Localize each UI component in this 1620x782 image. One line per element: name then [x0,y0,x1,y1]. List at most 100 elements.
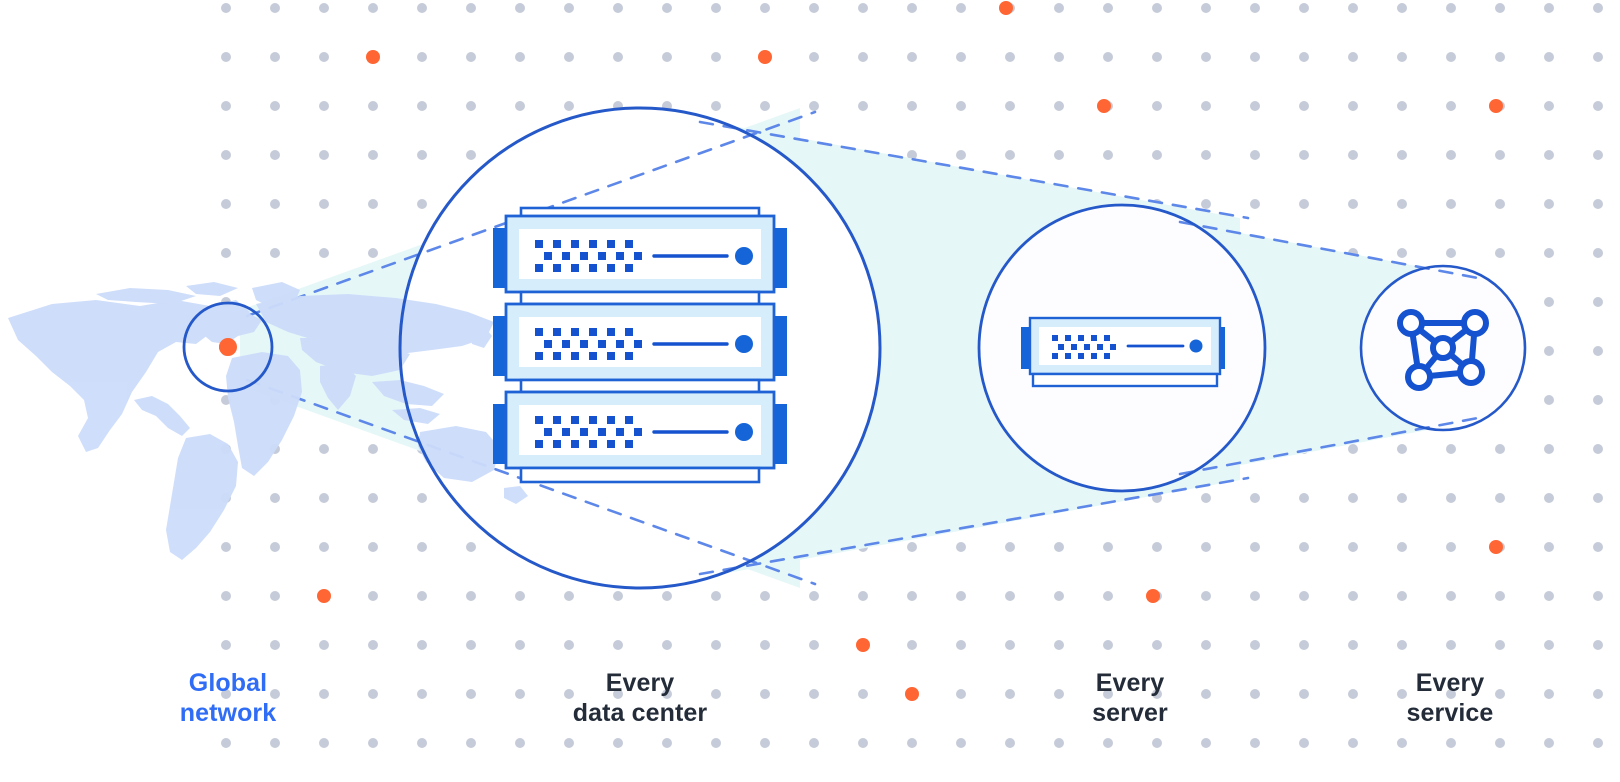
grid-dot [760,689,770,699]
grid-dot [221,3,231,13]
grid-dot [1544,3,1554,13]
grid-dot [417,689,427,699]
grid-dot [1152,689,1162,699]
grid-dot [613,3,623,13]
grid-dot [1054,3,1064,13]
grid-dot [1299,150,1309,160]
grid-dot [1593,297,1603,307]
grid-dot [1544,150,1554,160]
grid-dot [270,542,280,552]
data-center-circle[interactable] [398,106,882,590]
grid-dot [1250,199,1260,209]
grid-dot [809,738,819,748]
grid-dot [1397,3,1407,13]
grid-dot [270,3,280,13]
grid-dot [662,3,672,13]
service-circle[interactable] [1359,264,1527,432]
grid-dot [907,591,917,601]
port-dot-grid-3 [535,416,642,448]
grid-dot [1054,150,1064,160]
grid-dot [1201,542,1211,552]
server-circle[interactable] [977,203,1267,493]
grid-dot [466,101,476,111]
grid-dot [1446,542,1456,552]
grid-dot [368,199,378,209]
grid-dot [1495,640,1505,650]
grid-dot [1544,101,1554,111]
grid-dot [858,689,868,699]
grid-dot [956,542,966,552]
grid-dot [515,3,525,13]
grid-dot [417,738,427,748]
grid-dot [466,591,476,601]
grid-dot [221,150,231,160]
grid-dot [662,52,672,62]
grid-dot [662,689,672,699]
grid-dot [1446,640,1456,650]
grid-dot [1446,738,1456,748]
grid-dot [1593,493,1603,503]
single-server-unit[interactable] [1021,316,1225,388]
grid-dot [907,738,917,748]
grid-dot [564,591,574,601]
accent-dot [1489,99,1503,113]
grid-dot [564,689,574,699]
grid-dot [809,640,819,650]
grid-dot [417,542,427,552]
grid-dot [368,248,378,258]
grid-dot [466,738,476,748]
grid-dot [1593,248,1603,258]
grid-dot [417,640,427,650]
grid-dot [1593,689,1603,699]
grid-dot [1397,199,1407,209]
grid-dot [760,640,770,650]
grid-dot [1250,52,1260,62]
grid-dot [417,3,427,13]
grid-dot [368,444,378,454]
grid-dot [1299,199,1309,209]
grid-dot [1397,101,1407,111]
grid-dot [1593,346,1603,356]
grid-dot [1299,640,1309,650]
grid-dot [564,640,574,650]
grid-dot [319,150,329,160]
grid-dot [466,640,476,650]
grid-dot [1495,444,1505,454]
server-unit-1[interactable] [493,214,787,294]
grid-dot [1299,591,1309,601]
grid-dot [319,444,329,454]
grid-dot [1495,591,1505,601]
grid-dot [1005,689,1015,699]
grid-dot [1446,3,1456,13]
grid-dot [1446,444,1456,454]
grid-dot [1397,640,1407,650]
grid-dot [809,3,819,13]
grid-dot [515,689,525,699]
grid-dot [662,640,672,650]
grid-dot [956,689,966,699]
grid-dot [270,52,280,62]
grid-dot [956,150,966,160]
grid-dot [466,3,476,13]
grid-dot [515,640,525,650]
grid-dot [1152,52,1162,62]
grid-dot [858,101,868,111]
grid-dot [1103,150,1113,160]
grid-dot [1103,591,1113,601]
grid-dot [711,689,721,699]
grid-dot [1544,542,1554,552]
grid-dot [1250,493,1260,503]
map-highlight-circle[interactable] [182,301,274,393]
grid-dot [417,52,427,62]
grid-dot [1005,150,1015,160]
grid-dot [270,199,280,209]
grid-dot [319,199,329,209]
grid-dot [319,640,329,650]
accent-dot [1097,99,1111,113]
grid-dot [1446,52,1456,62]
grid-dot [1446,101,1456,111]
grid-dot [760,3,770,13]
